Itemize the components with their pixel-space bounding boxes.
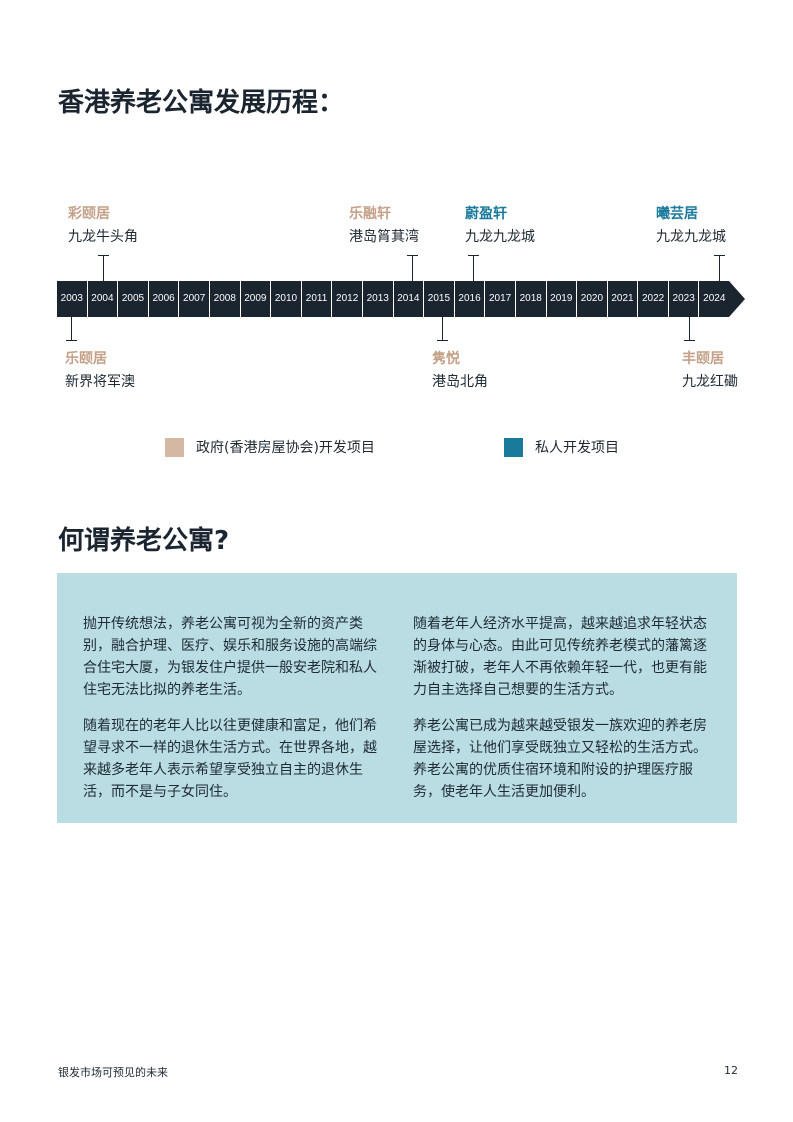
event-name: 曦芸居 [656, 206, 698, 222]
section-title: 何谓养老公寓? [58, 526, 230, 556]
info-column-left: 抛开传统想法，养老公寓可视为全新的资产类别，融合护理、医疗、娱乐和服务设施的高端… [83, 613, 381, 817]
year-label: 2008 [210, 281, 241, 317]
event-name: 蔚盈轩 [465, 206, 507, 222]
paragraph: 随着老年人经济水平提高，越来越追求年轻状态的身体与心态。由此可见传统养老模式的藩… [413, 616, 707, 698]
event-location: 港岛筲萁湾 [349, 229, 419, 245]
year-label: 2006 [149, 281, 180, 317]
event-name: 丰颐居 [682, 351, 724, 367]
timeline-event: 彩颐居 九龙牛头角 [68, 205, 138, 246]
year-label: 2022 [638, 281, 669, 317]
event-location: 九龙牛头角 [68, 229, 138, 245]
timeline-event: 丰颐居 九龙红磡 [682, 350, 738, 391]
timeline-tick [66, 317, 77, 341]
year-label: 2017 [485, 281, 516, 317]
legend-private: 私人开发项目 [504, 437, 619, 457]
year-label: 2021 [608, 281, 639, 317]
timeline-tick [714, 255, 725, 281]
timeline-tick [437, 317, 448, 341]
timeline-event: 隽悦 港岛北角 [432, 350, 488, 391]
year-label: 2005 [118, 281, 149, 317]
event-name: 乐颐居 [65, 351, 107, 367]
event-name: 隽悦 [432, 351, 460, 367]
year-label: 2007 [179, 281, 210, 317]
event-location: 九龙九龙城 [656, 229, 726, 245]
event-name: 乐融轩 [349, 206, 391, 222]
year-label: 2014 [394, 281, 425, 317]
paragraph: 随着现在的老年人比以往更健康和富足，他们希望寻求不一样的退休生活方式。在世界各地… [83, 718, 377, 800]
year-label: 2024 [703, 293, 726, 304]
paragraph: 养老公寓已成为越来越受银发一族欢迎的养老房屋选择，让他们享受既独立又轻松的生活方… [413, 718, 707, 800]
year-label: 2004 [88, 281, 119, 317]
info-box: 抛开传统想法，养老公寓可视为全新的资产类别，融合护理、医疗、娱乐和服务设施的高端… [57, 573, 737, 823]
year-label: 2018 [516, 281, 547, 317]
legend-label: 政府(香港房屋协会)开发项目 [196, 440, 375, 456]
year-label: 2023 [669, 281, 700, 317]
event-location: 九龙红磡 [682, 374, 738, 390]
timeline-arrow-icon [729, 281, 745, 317]
year-label: 2011 [302, 281, 333, 317]
legend-gov: 政府(香港房屋协会)开发项目 [165, 437, 375, 457]
timeline-event: 蔚盈轩 九龙九龙城 [465, 205, 535, 246]
paragraph: 抛开传统想法，养老公寓可视为全新的资产类别，融合护理、医疗、娱乐和服务设施的高端… [83, 616, 377, 698]
legend-swatch-private [504, 437, 523, 457]
timeline-tick [468, 255, 479, 281]
legend-swatch-gov [165, 437, 184, 457]
year-label: 2012 [332, 281, 363, 317]
year-label: 2020 [577, 281, 608, 317]
year-label: 2016 [455, 281, 486, 317]
page-number: 12 [724, 1064, 738, 1077]
year-label: 2009 [241, 281, 272, 317]
year-label: 2003 [57, 281, 88, 317]
timeline-event: 乐融轩 港岛筲萁湾 [349, 205, 419, 246]
timeline-title: 香港养老公寓发展历程： [58, 88, 345, 118]
event-name: 彩颐居 [68, 206, 110, 222]
footer-title: 银发市场可预见的未来 [58, 1066, 168, 1079]
event-location: 九龙九龙城 [465, 229, 535, 245]
legend-label: 私人开发项目 [535, 440, 619, 456]
year-label: 2010 [271, 281, 302, 317]
event-location: 港岛北角 [432, 374, 488, 390]
info-column-right: 随着老年人经济水平提高，越来越追求年轻状态的身体与心态。由此可见传统养老模式的藩… [413, 613, 711, 817]
event-location: 新界将军澳 [65, 374, 135, 390]
timeline-tick [684, 317, 695, 341]
timeline-tick [407, 255, 418, 281]
timeline-event: 曦芸居 九龙九龙城 [656, 205, 726, 246]
timeline-years: 2003 2004 2005 2006 2007 2008 2009 2010 … [57, 281, 729, 317]
year-label: 2013 [363, 281, 394, 317]
year-label: 2019 [547, 281, 578, 317]
timeline-event: 乐颐居 新界将军澳 [65, 350, 135, 391]
year-label: 2015 [424, 281, 455, 317]
timeline-tick [98, 255, 109, 281]
